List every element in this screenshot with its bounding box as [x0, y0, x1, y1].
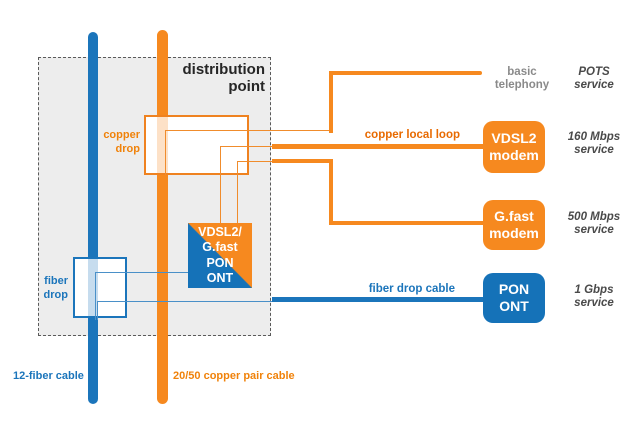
copper-pair-line-1 — [165, 130, 330, 131]
copper-pair-line-2 — [220, 146, 273, 147]
fiber-line-1-vertical — [95, 272, 96, 320]
fiber-line-to-dpu — [95, 272, 188, 273]
pon-ont-label: PON ONT — [498, 281, 530, 314]
distribution-point-title: distribution point — [182, 61, 266, 95]
copper-pair-line-3 — [237, 161, 273, 162]
copper-pair-line-2-vertical — [220, 146, 221, 223]
fiber-feeder-cable — [88, 32, 98, 404]
gfast-service-label: 500 Mbps service — [567, 211, 621, 236]
copper-feeder-cable — [157, 30, 168, 404]
telephony-elbow-vertical — [329, 72, 333, 133]
copper-pair-line-1-vertical — [165, 130, 166, 175]
dpu-label: VDSL2/ G.fast PON ONT — [198, 224, 242, 286]
fiber-cable-passthrough — [88, 259, 98, 316]
copper-drop-label: copper drop — [103, 129, 140, 155]
fiber-drop-cable-label: fiber drop cable — [368, 283, 455, 295]
dpu-box: VDSL2/ G.fast PON ONT — [188, 223, 252, 288]
copper-pair-line-3-vertical — [237, 161, 238, 223]
fiber-feeder-label: 12-fiber cable — [13, 370, 84, 382]
copper-feeder-label: 20/50 copper pair cable — [173, 370, 295, 382]
copper-drop-box — [144, 115, 249, 175]
vdsl2-modem-label: VDSL2 modem — [489, 130, 539, 163]
pon-ont-box: PON ONT — [483, 273, 545, 323]
gfast-modem-label: G.fast modem — [489, 208, 539, 241]
vdsl2-service-label: 160 Mbps service — [567, 131, 621, 156]
pots-service-label: POTS service — [574, 66, 614, 91]
gfast-elbow-horizontal — [272, 159, 331, 163]
gfast-elbow-vertical — [329, 159, 333, 223]
pon-service-label: 1 Gbps service — [574, 284, 614, 309]
copper-cable-passthrough — [157, 117, 168, 173]
copper-local-loop-label: copper local loop — [364, 129, 460, 141]
vdsl2-modem-box: VDSL2 modem — [483, 121, 545, 173]
gfast-line — [329, 221, 483, 225]
fiber-drop-cable-line — [272, 297, 483, 302]
fiber-drop-box — [73, 257, 127, 318]
gfast-modem-box: G.fast modem — [483, 200, 545, 250]
fiber-line-2-vertical — [97, 301, 98, 320]
telephony-line — [329, 71, 482, 75]
fiber-drop-label: fiber drop — [43, 275, 68, 301]
basic-telephony-label: basic telephony — [494, 66, 550, 91]
copper-local-loop-line — [272, 144, 483, 149]
fiber-line-to-ont-thin — [97, 301, 273, 302]
